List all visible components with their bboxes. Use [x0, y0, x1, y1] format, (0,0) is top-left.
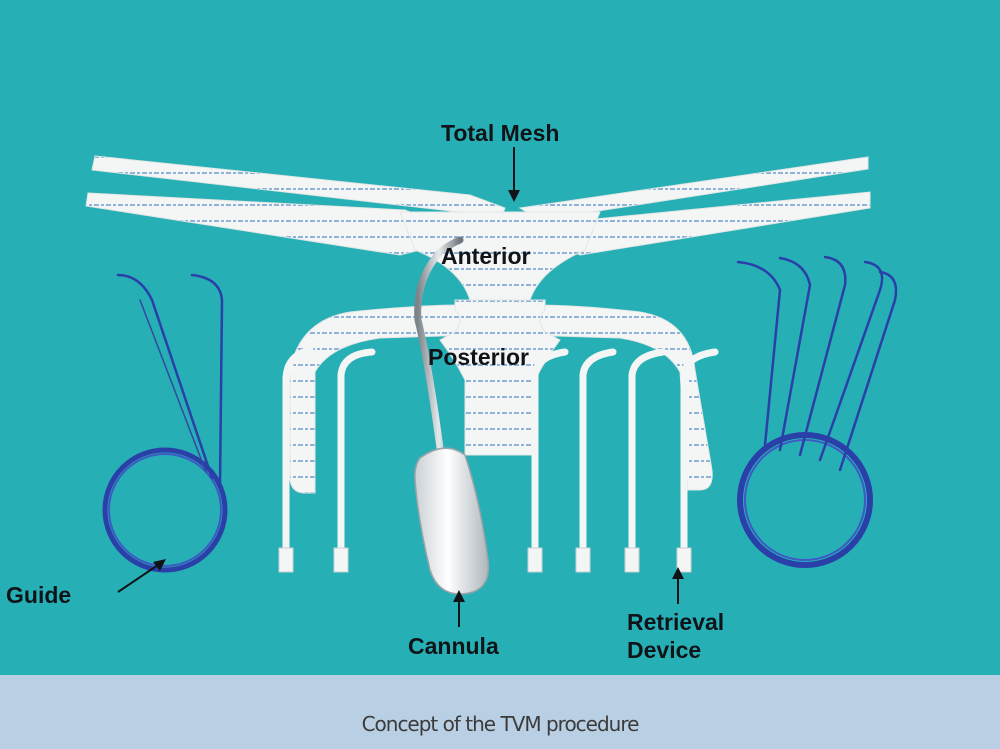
label-retrieval: Retrieval — [627, 609, 725, 635]
left-guides — [102, 273, 228, 573]
label-total-mesh: Total Mesh — [441, 120, 560, 146]
posterior-left-arm — [289, 304, 471, 494]
caption-bar — [0, 675, 1000, 749]
right-guide-wire-4 — [818, 260, 884, 462]
right-guide-coil-outer — [737, 432, 873, 568]
arrow-guide — [117, 559, 166, 593]
left-guide-wire-1 — [116, 273, 214, 480]
right-guide-wire-2 — [778, 256, 812, 452]
retrieval-devices — [278, 346, 719, 573]
posterior-mesh — [289, 299, 713, 494]
retrieval-device-2 — [333, 348, 376, 573]
left-guide-wire-3 — [139, 299, 207, 473]
diagram-panel: Total Mesh Anterior Posterior Guide Cann… — [0, 0, 1000, 675]
figure-caption: Concept of the TVM procedure — [361, 712, 640, 736]
anterior-mesh — [85, 155, 871, 301]
label-anterior: Anterior — [441, 243, 531, 269]
retrieval-device-5 — [624, 348, 667, 573]
label-cannula: Cannula — [408, 633, 499, 659]
right-guide-coil-inner — [744, 439, 866, 561]
left-guide-coil-outer — [102, 447, 228, 573]
retrieval-device-3 — [527, 348, 569, 573]
arrow-total-mesh — [508, 147, 520, 202]
cannula-shaft — [414, 236, 464, 452]
label-posterior: Posterior — [428, 344, 529, 370]
right-guide-wire-3 — [798, 255, 847, 457]
retrieval-device-4 — [575, 348, 617, 573]
left-guide-wire-2 — [190, 273, 224, 487]
retrieval-device-6 — [676, 348, 719, 573]
cannula — [414, 236, 490, 595]
right-guide-wire-5 — [838, 270, 898, 472]
tvm-diagram — [85, 147, 898, 627]
pointer-arrows — [117, 147, 684, 627]
right-guide-wire-1 — [736, 260, 782, 447]
right-guides — [736, 255, 898, 568]
retrieval-device-1 — [278, 346, 314, 573]
arrow-cannula — [453, 590, 465, 627]
label-device: Device — [627, 637, 702, 663]
arrow-retrieval-device — [672, 567, 684, 604]
cannula-handle — [414, 447, 490, 595]
left-guide-coil-inner — [108, 453, 222, 567]
label-guide: Guide — [6, 582, 72, 608]
